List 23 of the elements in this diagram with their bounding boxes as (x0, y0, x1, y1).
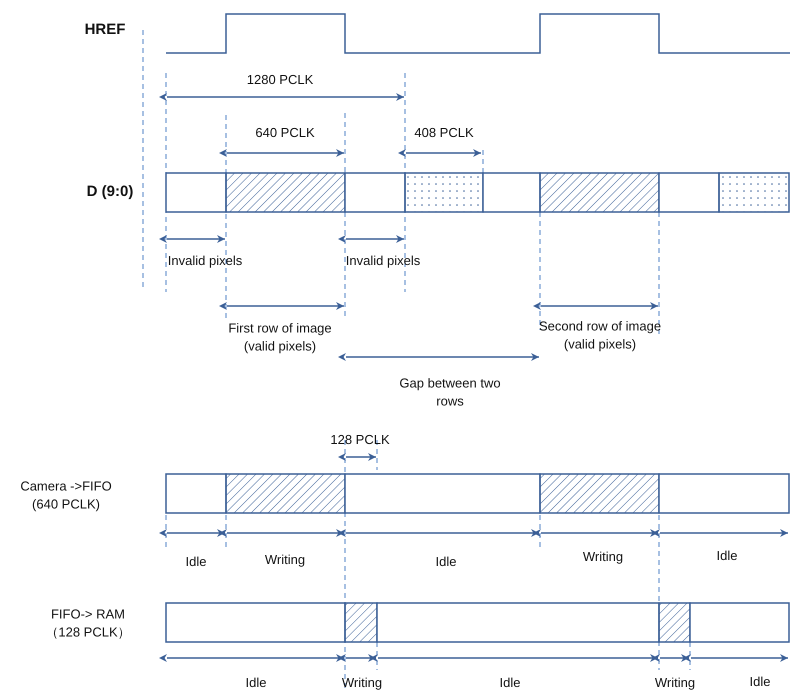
dimension-label: 408 PCLK (413, 124, 475, 142)
state-label: Idle (748, 673, 772, 691)
signal-name: FIFO-> RAM （128 PCLK） (44, 605, 132, 641)
state-label: Writing (654, 674, 696, 692)
annotation-text: Gap between two rows (398, 374, 502, 410)
annotation-text: First row of image (valid pixels) (227, 319, 333, 355)
state-label: Idle (498, 674, 522, 692)
signal-name: Camera ->FIFO (640 PCLK) (19, 477, 113, 513)
signal-name: D (9:0) (86, 182, 134, 202)
state-label: Writing (340, 674, 384, 692)
signal-name: HREF (84, 20, 126, 40)
state-label: Idle (184, 553, 208, 571)
state-label: Idle (434, 553, 458, 571)
annotation-text: Invalid pixels (344, 252, 422, 270)
dimension-label: 640 PCLK (254, 124, 316, 142)
annotation-text: Invalid pixels (166, 252, 244, 270)
dimension-label: 128 PCLK (329, 431, 391, 449)
dimension-label: 1280 PCLK (246, 71, 314, 89)
state-label: Idle (244, 674, 268, 692)
annotation-text: Second row of image (valid pixels) (538, 317, 662, 353)
state-label: Writing (582, 548, 624, 566)
state-label: Writing (264, 551, 306, 569)
state-label: Idle (716, 547, 738, 565)
